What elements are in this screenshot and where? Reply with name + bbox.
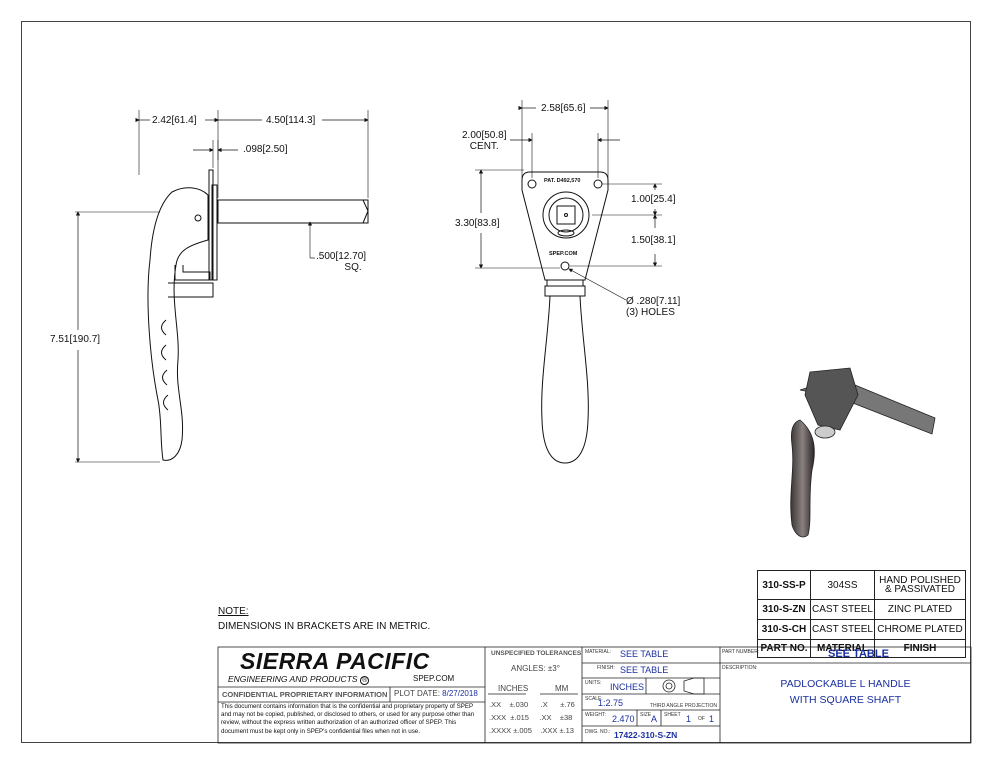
table-row: 310-SS-P 304SS HAND POLISHED& PASSIVATED bbox=[757, 570, 966, 600]
description: PADLOCKABLE L HANDLE WITH SQUARE SHAFT bbox=[780, 678, 911, 706]
dim-front-lower: 1.50[38.1] bbox=[631, 235, 676, 246]
front-view bbox=[475, 100, 662, 464]
side-handle bbox=[147, 187, 209, 461]
weight-label: WEIGHT: bbox=[585, 712, 606, 718]
dim-side-left-width: 2.42[61.4] bbox=[152, 115, 197, 126]
drawing-border bbox=[21, 21, 971, 743]
side-view bbox=[75, 110, 369, 463]
scale-value: 1:2.75 bbox=[598, 698, 624, 708]
note-heading: NOTE: bbox=[218, 606, 249, 617]
side-plate bbox=[211, 184, 218, 281]
web-mark: SPEP.COM bbox=[549, 251, 578, 257]
dim-side-height: 7.51[190.7] bbox=[50, 334, 101, 345]
tolerance-inches-header: INCHES bbox=[498, 684, 529, 693]
tolerance-row: .XXXX ±.005 .XXX ±.13 bbox=[489, 726, 574, 735]
dim-side-plate-thickness: .098[2.50] bbox=[243, 144, 288, 155]
table-header: PART NO. MATERIAL FINISH bbox=[757, 639, 966, 658]
company-subtitle: ENGINEERING AND PRODUCTS ® bbox=[228, 674, 370, 685]
company-web: SPEP.COM bbox=[413, 674, 455, 683]
description-label: DESCRIPTION: bbox=[722, 665, 758, 671]
title-block-lines bbox=[217, 646, 972, 744]
dim-front-total: 3.30[83.8] bbox=[455, 218, 500, 229]
sheet-total: 1 bbox=[709, 714, 715, 724]
dim-front-upper: 1.00[25.4] bbox=[631, 194, 676, 205]
tolerance-rows: .XX ±.030 .X ±.76 .XXX ±.015 .XX ±38 .XX… bbox=[489, 698, 575, 737]
units-label: UNITS: bbox=[585, 680, 602, 686]
table-row: 310-S-CH CAST STEEL CHROME PLATED bbox=[757, 619, 966, 640]
dim-front-center: 2.00[50.8] CENT. bbox=[462, 130, 507, 152]
part-number-label: PART NUMBER: bbox=[722, 649, 760, 655]
dwg-number: 17422-310-S-ZN bbox=[614, 730, 678, 740]
plot-date: PLOT DATE: 8/27/2018 bbox=[394, 689, 478, 698]
note-text: DIMENSIONS IN BRACKETS ARE IN METRIC. bbox=[218, 621, 431, 632]
table-row: 310-S-ZN CAST STEEL ZINC PLATED bbox=[757, 599, 966, 620]
tolerance-row: .XXX ±.015 .XX ±38 bbox=[489, 713, 573, 722]
confidential-text: This document contains information that … bbox=[221, 703, 475, 735]
dim-side-shaft-length: 4.50[114.3] bbox=[266, 115, 316, 126]
tolerance-angles: ANGLES: ±3° bbox=[511, 664, 560, 673]
parts-table: 310-SS-P 304SS HAND POLISHED& PASSIVATED… bbox=[757, 570, 966, 658]
side-shaft bbox=[217, 199, 369, 224]
dwg-label: DWG. NO.: bbox=[585, 729, 611, 735]
patent-mark: PAT. D492,570 bbox=[544, 178, 581, 184]
material-label: MATERIAL: bbox=[585, 649, 612, 655]
units-value: INCHES bbox=[610, 682, 645, 692]
part-number-value: SEE TABLE bbox=[828, 648, 889, 660]
of-label: OF bbox=[698, 716, 705, 722]
front-plate bbox=[521, 171, 609, 281]
projection-label: THIRD ANGLE PROJECTION bbox=[650, 703, 717, 709]
dim-side-shaft-square: .500[12.70] SQ. bbox=[316, 251, 367, 273]
scale-label: SCALE: bbox=[585, 696, 603, 702]
tolerance-row: .XX ±.030 .X ±.76 bbox=[489, 700, 575, 709]
tolerance-mm-header: MM bbox=[555, 684, 569, 693]
finish-label: FINISH: bbox=[597, 665, 615, 671]
dim-front-width: 2.58[65.6] bbox=[541, 103, 586, 114]
size-label: SIZE bbox=[640, 712, 652, 718]
size-value: A bbox=[651, 714, 658, 724]
tolerance-title: UNSPECIFIED TOLERANCES bbox=[491, 650, 582, 657]
sheet-value: 1 bbox=[686, 714, 692, 724]
front-handle bbox=[541, 295, 589, 464]
weight-value: 2.470 bbox=[612, 714, 635, 724]
confidential-label: CONFIDENTIAL PROPRIETARY INFORMATION bbox=[222, 690, 388, 699]
dim-hole-diameter: Ø .280[7.11] (3) HOLES bbox=[626, 296, 681, 318]
material-value: SEE TABLE bbox=[620, 649, 669, 659]
isometric-view bbox=[790, 367, 936, 538]
finish-value: SEE TABLE bbox=[620, 665, 669, 675]
sheet-label: SHEET bbox=[664, 712, 681, 718]
company-name: SIERRA PACIFIC bbox=[240, 648, 430, 674]
front-hole bbox=[560, 261, 570, 271]
